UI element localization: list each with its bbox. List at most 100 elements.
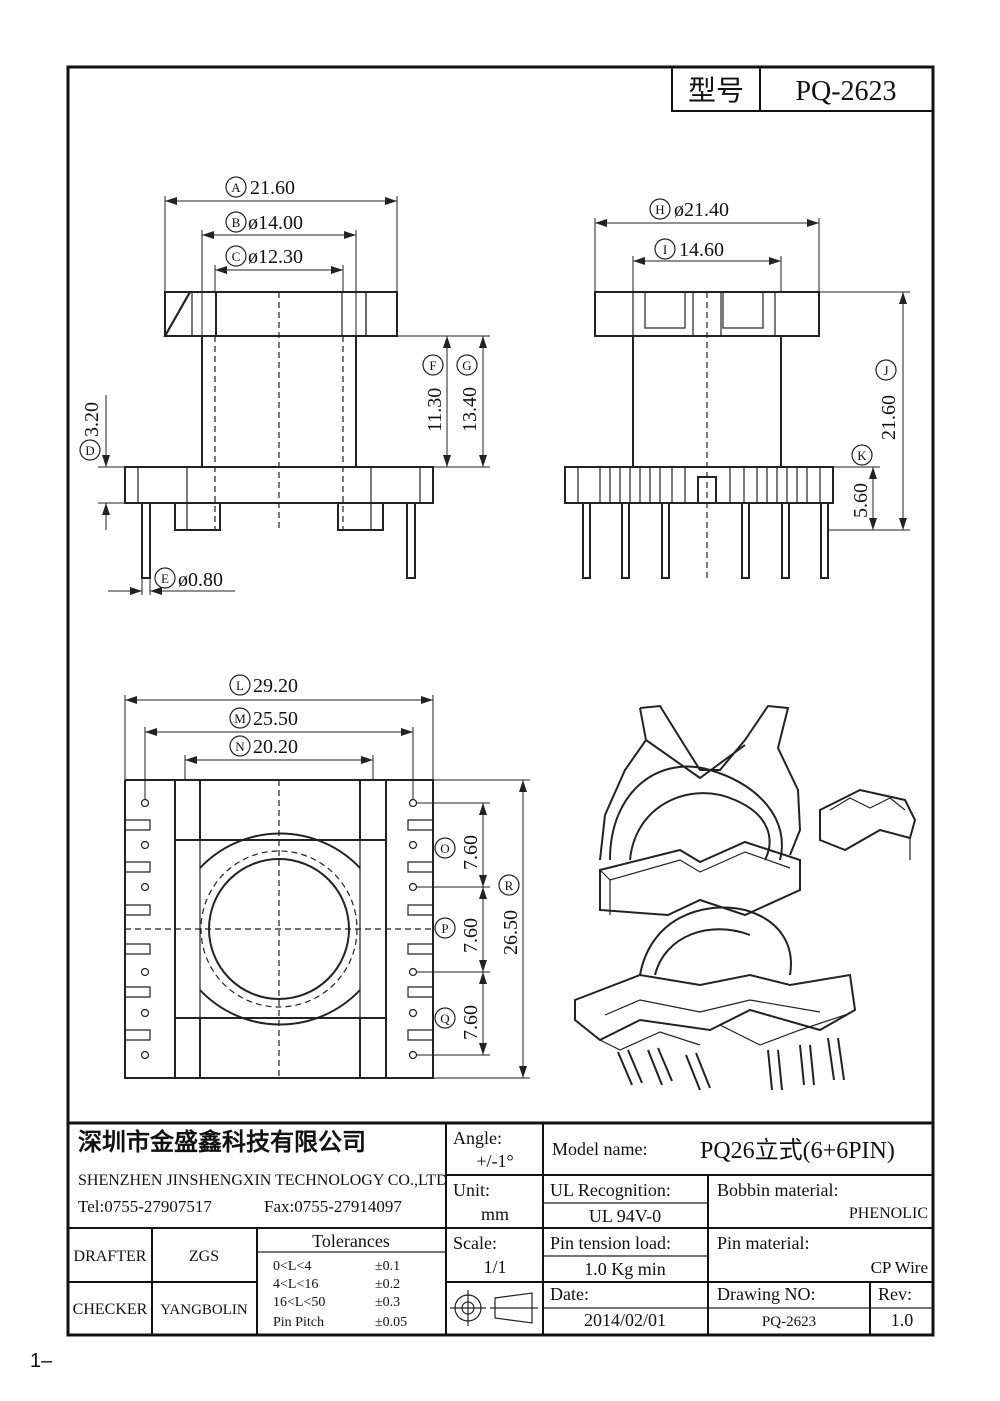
svg-text:N: N [235, 739, 245, 754]
date-label: Date: [550, 1284, 589, 1304]
dim-B: B ø14.00 [225, 211, 303, 234]
model-name-value: PQ26立式(6+6PIN) [700, 1137, 895, 1164]
dim-F: F 11.30 [422, 354, 446, 432]
checker-label: CHECKER [73, 1301, 148, 1318]
svg-text:K: K [857, 448, 867, 463]
svg-text:I: I [663, 242, 667, 257]
drafter-value: ZGS [189, 1248, 219, 1265]
tolerance-row: 16<L<50 ±0.3 [273, 1295, 400, 1310]
drawing-no-value: PQ-2623 [762, 1314, 816, 1330]
svg-text:3.20: 3.20 [81, 402, 103, 437]
pin-material-value: CP Wire [871, 1258, 928, 1277]
svg-text:E: E [161, 571, 169, 586]
model-name-label: Model name: [552, 1139, 647, 1159]
unit-label: Unit: [453, 1180, 490, 1200]
svg-text:7.60: 7.60 [460, 1005, 482, 1040]
drawing-no-label: Drawing NO: [717, 1284, 815, 1304]
dim-H: H ø21.40 [649, 198, 729, 221]
svg-text:M: M [234, 711, 246, 726]
svg-text:5.60: 5.60 [850, 483, 872, 518]
scale-label: Scale: [453, 1233, 497, 1253]
ul-label: UL Recognition: [550, 1180, 671, 1200]
side-view [564, 218, 910, 580]
bobbin-material-label: Bobbin material: [717, 1180, 838, 1200]
dim-A: A 21.60 [225, 176, 295, 199]
dim-M: M 25.50 [229, 707, 298, 730]
company-fax: Fax:0755-27914097 [264, 1197, 402, 1216]
dim-K: K 5.60 [850, 444, 873, 518]
svg-text:O: O [440, 841, 449, 856]
svg-text:7.60: 7.60 [460, 918, 482, 953]
company-name-cn: 深圳市金盛鑫科技有限公司 [78, 1128, 366, 1156]
pin-tension-label: Pin tension load: [550, 1233, 671, 1253]
tolerance-row: Pin Pitch ±0.05 [273, 1315, 407, 1330]
svg-text:ø14.00: ø14.00 [248, 212, 303, 234]
svg-text:B: B [232, 215, 241, 230]
bottom-view [124, 695, 530, 1079]
svg-text:14.60: 14.60 [679, 239, 724, 261]
svg-text:Pin Pitch: Pin Pitch [273, 1315, 324, 1330]
type-label: 型号 [688, 75, 744, 107]
scale-value: 1/1 [483, 1257, 506, 1277]
svg-text:R: R [505, 878, 514, 893]
ul-value: UL 94V-0 [589, 1206, 661, 1226]
svg-text:0<L<4: 0<L<4 [273, 1259, 311, 1274]
dim-J: J 21.60 [875, 359, 900, 440]
title-block: 深圳市金盛鑫科技有限公司 SHENZHEN JINSHENGXIN TECHNO… [68, 1121, 933, 1335]
rev-label: Rev: [878, 1284, 912, 1304]
svg-text:H: H [655, 202, 664, 217]
bobbin-material-value: PHENOLIC [849, 1205, 928, 1222]
svg-text:A: A [231, 180, 241, 195]
tolerance-row: 4<L<16 ±0.2 [273, 1277, 400, 1292]
svg-text:ø12.30: ø12.30 [248, 246, 303, 268]
svg-text:C: C [232, 249, 241, 264]
svg-text:Q: Q [440, 1011, 450, 1026]
svg-text:G: G [462, 358, 471, 373]
svg-text:P: P [441, 921, 448, 936]
dim-O: O 7.60 [434, 835, 482, 870]
drafter-label: DRAFTER [74, 1248, 147, 1265]
dim-N: N 20.20 [229, 735, 298, 758]
angle-label: Angle: [453, 1128, 502, 1148]
date-value: 2014/02/01 [584, 1310, 666, 1330]
svg-text:±0.1: ±0.1 [375, 1259, 400, 1274]
svg-text:13.40: 13.40 [459, 387, 481, 432]
drawing-frame [66, 65, 935, 1337]
pin-tension-value: 1.0 Kg min [584, 1259, 666, 1279]
dim-P: P 7.60 [434, 917, 482, 953]
dim-D: D 3.20 [79, 402, 103, 461]
svg-text:26.50: 26.50 [500, 910, 522, 955]
svg-text:J: J [883, 363, 888, 378]
model-code: PQ-2623 [795, 76, 896, 107]
svg-text:F: F [429, 358, 436, 373]
tolerance-row: 0<L<4 ±0.1 [273, 1259, 400, 1274]
rev-value: 1.0 [891, 1310, 914, 1330]
svg-text:±0.2: ±0.2 [375, 1277, 400, 1292]
svg-text:±0.3: ±0.3 [375, 1295, 400, 1310]
dim-E: E ø0.80 [154, 567, 223, 591]
svg-text:7.60: 7.60 [460, 835, 482, 870]
svg-text:20.20: 20.20 [253, 736, 298, 758]
dim-L: L 29.20 [229, 674, 298, 697]
svg-text:4<L<16: 4<L<16 [273, 1277, 318, 1292]
projection-symbol-icon [450, 1290, 538, 1326]
unit-value: mm [481, 1204, 509, 1224]
dim-R: R 26.50 [498, 874, 522, 955]
front-view [98, 196, 490, 595]
svg-text:D: D [85, 443, 94, 458]
svg-text:21.60: 21.60 [878, 395, 900, 440]
svg-text:ø21.40: ø21.40 [674, 199, 729, 221]
dim-Q: Q 7.60 [434, 1005, 482, 1040]
svg-text:21.60: 21.60 [250, 177, 295, 199]
company-name-en: SHENZHEN JINSHENGXIN TECHNOLOGY CO.,LTD [78, 1172, 448, 1189]
company-tel: Tel:0755-27907517 [78, 1197, 212, 1216]
svg-text:L: L [236, 678, 244, 693]
dim-G: G 13.40 [456, 354, 481, 432]
svg-text:11.30: 11.30 [424, 388, 446, 432]
svg-text:25.50: 25.50 [253, 708, 298, 730]
tolerances-title: Tolerances [312, 1231, 390, 1251]
pin-material-label: Pin material: [717, 1233, 809, 1253]
page-number: 1– [30, 1350, 53, 1372]
angle-value: +/-1° [476, 1151, 513, 1171]
